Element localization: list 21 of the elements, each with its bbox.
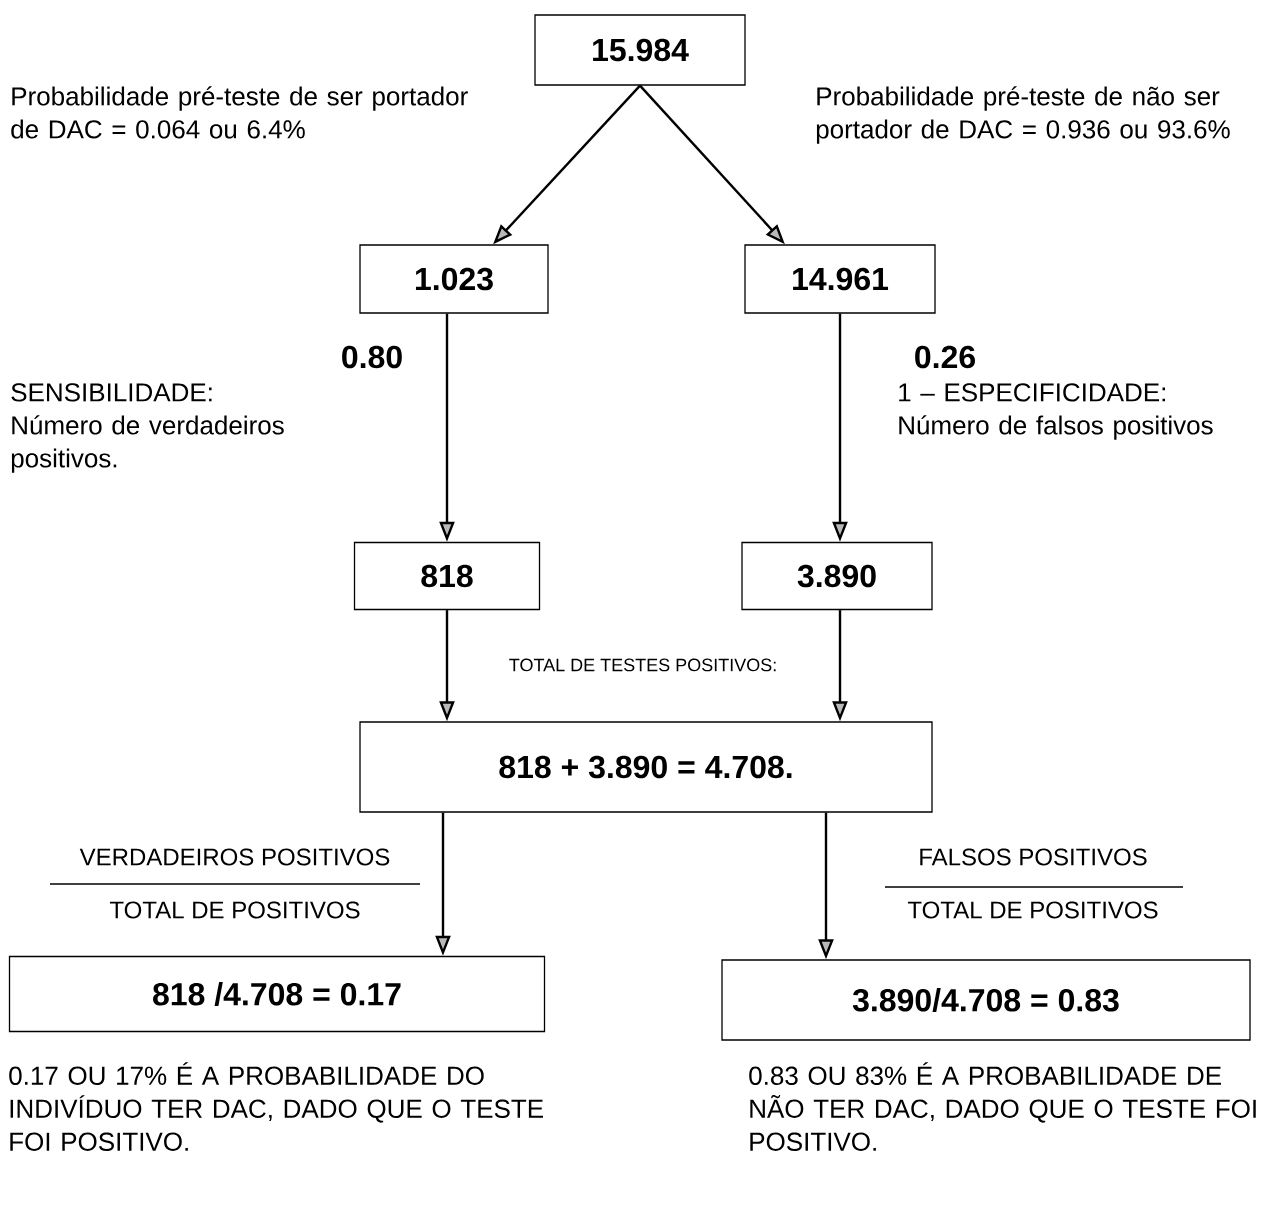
- note-text: 0.83 OU 83% É A PROBABILIDADE DE NÃO TER DAC, DADO QUE O TESTE FOI POSITIVO.: [749, 1062, 1256, 1151]
- number-box: 14.961: [744, 244, 936, 314]
- number-box: 818 + 3.890 = 4.708.: [359, 721, 933, 813]
- caption-text: TOTAL DE POSITIVOS: [109, 901, 360, 919]
- number-box: 818: [353, 541, 541, 611]
- note-text: 0.17 OU 17% É A PROBABILIDADE DO INDIVÍDUO TER DAC, DADO QUE O TESTE FOI POSITIVO.: [9, 1062, 543, 1151]
- note-text: SENSIBILIDADE: Número de verdadeiros positivos.: [11, 383, 284, 473]
- note-text: Probabilidade pré-teste de ser portador de DAC = 0.064 ou 6.4%: [11, 86, 468, 139]
- caption-text: TOTAL DE POSITIVOS: [907, 901, 1158, 919]
- number-box: 15.984: [534, 14, 746, 86]
- number-box: 818 /4.708 = 0.17: [8, 955, 546, 1033]
- note-text: 1 – ESPECIFICIDADE: Número de falsos positivos: [899, 383, 1213, 440]
- caption-text: FALSOS POSITIVOS: [920, 848, 1147, 866]
- number-box: 3.890/4.708 = 0.83: [721, 959, 1251, 1041]
- edge-label: 0.80: [339, 344, 405, 370]
- caption-text: TOTAL DE TESTES POSITIVOS:: [509, 658, 776, 672]
- number-box: 3.890: [741, 541, 933, 611]
- edge-label: 0.26: [912, 344, 978, 370]
- note-text: Probabilidade pré-teste de não ser portador de DAC = 0.936 ou 93.6%: [816, 86, 1230, 144]
- number-box: 1.023: [359, 244, 549, 314]
- caption-text: VERDADEIROS POSITIVOS: [79, 848, 390, 866]
